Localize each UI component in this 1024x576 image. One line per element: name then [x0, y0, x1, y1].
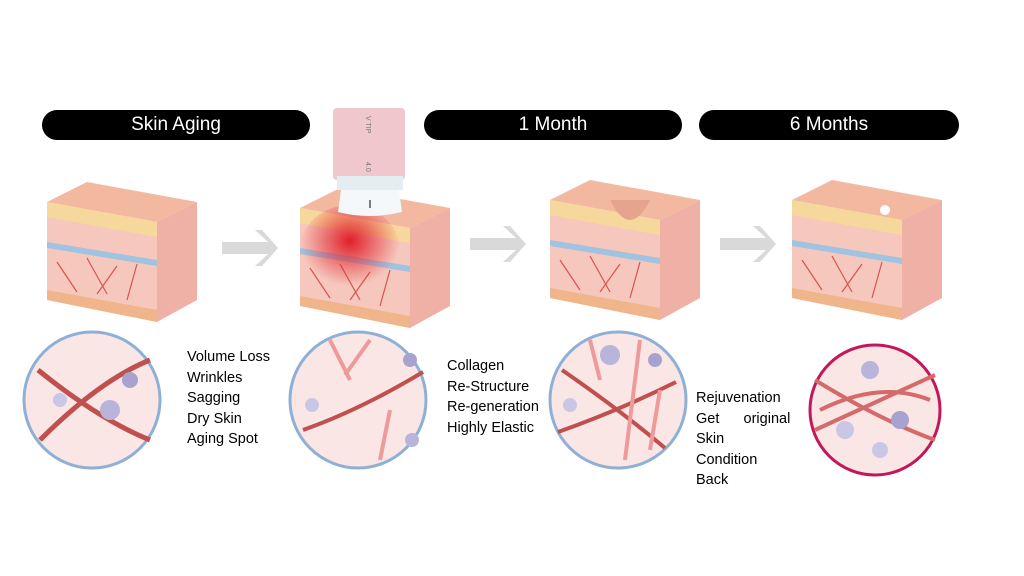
collagen-circle-aging — [22, 330, 162, 470]
arrow-icon — [222, 226, 776, 266]
skin-block-6-months — [791, 179, 943, 321]
skin-block-aging — [46, 181, 198, 323]
collagen-circle-treatment — [288, 330, 428, 470]
stage-label-skin-aging: Skin Aging — [42, 110, 310, 140]
collagen-circle-1-month — [548, 330, 688, 470]
stage-label-1-month: 1 Month — [424, 110, 682, 140]
svg-text:V TIP: V TIP — [364, 116, 371, 134]
collagen-circle-6-months — [808, 343, 942, 477]
stage-label-6-months: 6 Months — [699, 110, 959, 140]
svg-text:4.0: 4.0 — [364, 162, 371, 172]
device-icon: V TIP 4.0 — [333, 108, 405, 216]
